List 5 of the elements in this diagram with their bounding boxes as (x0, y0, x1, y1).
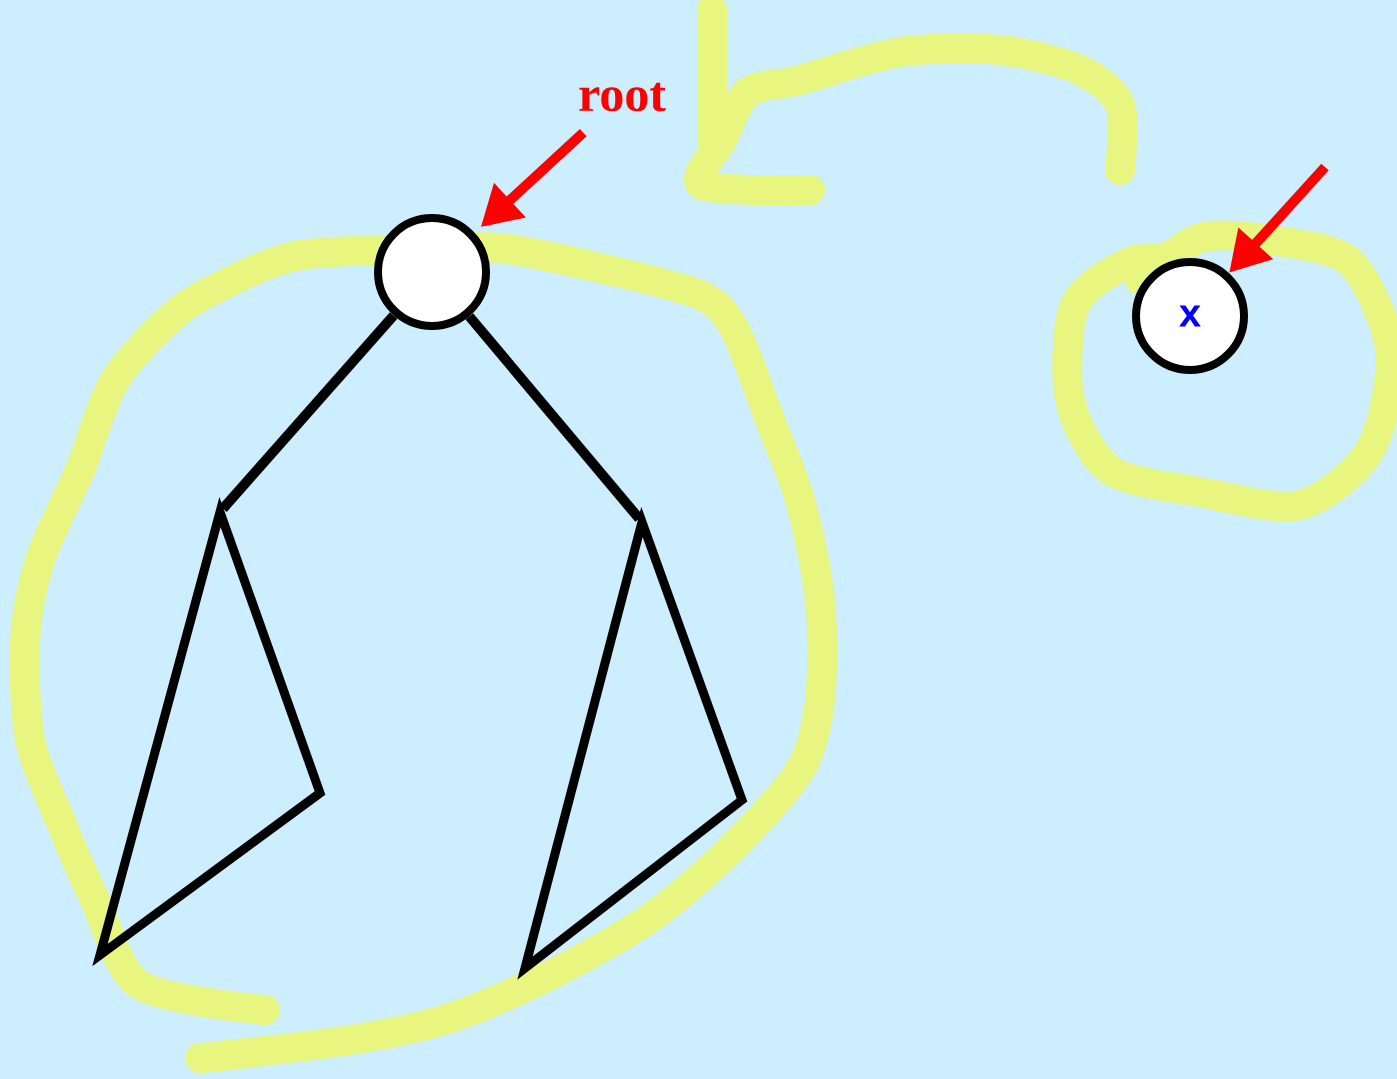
node-label: root (579, 82, 666, 112)
tree-edge (465, 313, 643, 522)
tree-node: x (1132, 258, 1248, 374)
tree-node (374, 214, 490, 330)
tree-edge (219, 312, 398, 512)
